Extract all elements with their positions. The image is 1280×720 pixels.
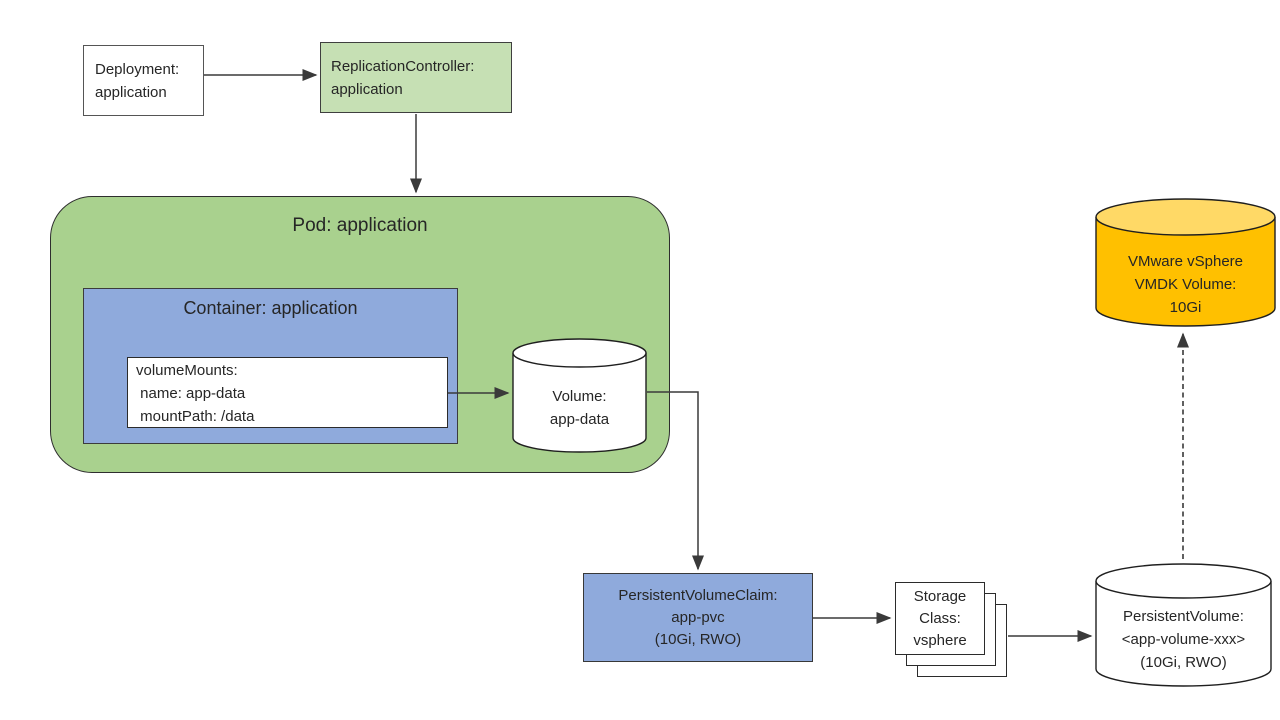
volume-mounts-box: volumeMounts: name: app-data mountPath: … [127,357,448,428]
persistent-volume-label: PersistentVolume: <app-volume-xxx> (10Gi… [1121,607,1246,671]
volume-cylinder: Volume: app-data [512,338,647,453]
pod-title: Pod: application [292,215,428,236]
replication-controller-box: ReplicationController: application [320,42,512,113]
vmdk-volume-cylinder: VMware vSphere VMDK Volume: 10Gi [1095,198,1276,327]
persistent-volume-cylinder: PersistentVolume: <app-volume-xxx> (10Gi… [1095,563,1272,687]
deployment-box: Deployment: application [83,45,204,116]
vmdk-volume-label: VMware vSphere VMDK Volume: 10Gi [1127,253,1244,316]
cylinder-icon [512,338,647,453]
container-title: Container: application [183,298,358,318]
cylinder-icon [1095,563,1272,687]
storage-class-stack: Storage Class: vsphere [895,582,1008,678]
cylinder-icon [1095,198,1276,327]
storage-class-box: Storage Class: vsphere [895,582,985,655]
volume-label: Volume: app-data [549,387,610,428]
persistent-volume-claim-box: PersistentVolumeClaim: app-pvc (10Gi, RW… [583,573,813,662]
